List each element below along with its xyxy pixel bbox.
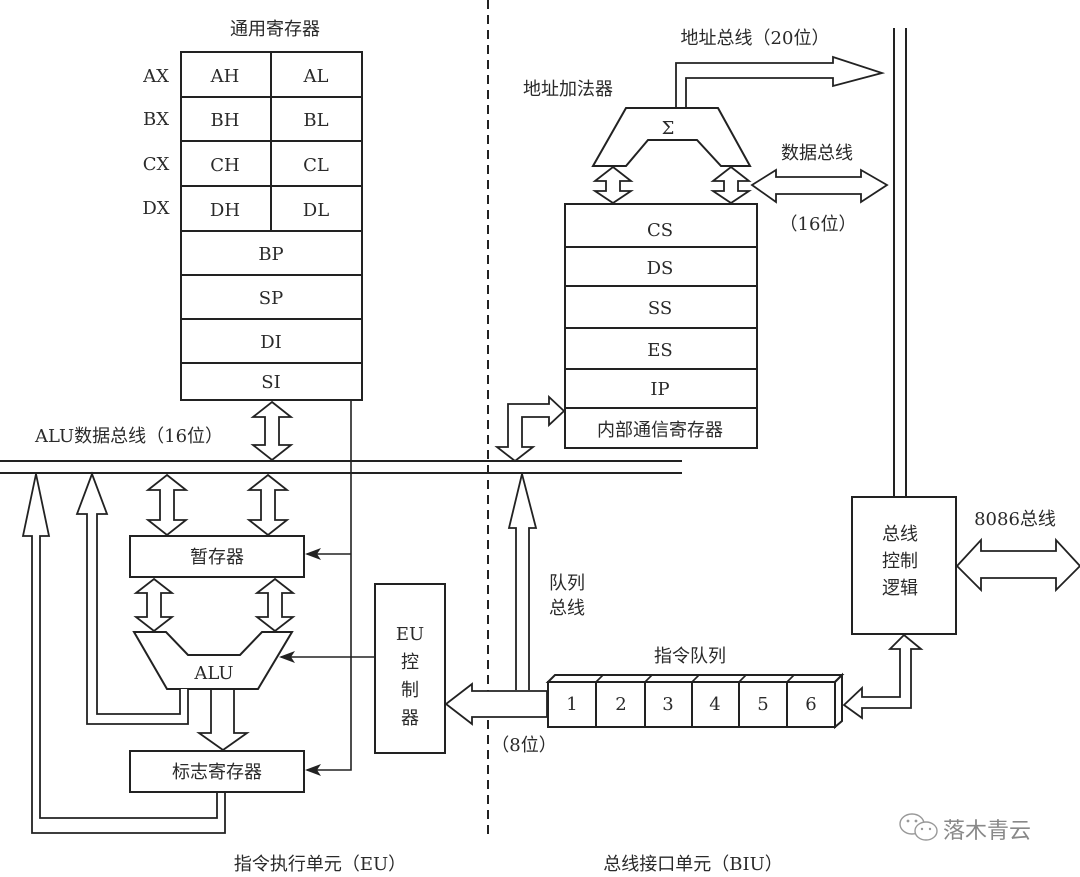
alu-data-bus — [0, 460, 682, 474]
biu-section-label: 总线接口单元（BIU） — [603, 854, 783, 875]
bus-control-label-2: 控制 — [882, 551, 918, 572]
internal-comm-bus-arrow — [494, 394, 566, 463]
flags-register-label: 标志寄存器 — [172, 762, 262, 783]
wechat-icon — [899, 813, 938, 841]
gp-registers-title: 通用寄存器 — [230, 19, 320, 40]
bus-temp-arrow-right — [246, 473, 290, 537]
data-bus-arrow — [750, 168, 889, 204]
external-bus-arrow — [955, 537, 1080, 593]
reg-di: DI — [260, 332, 282, 353]
flags-register-box — [129, 750, 305, 793]
reg-ah: AH — [210, 66, 240, 87]
queue-slot-6: 6 — [805, 694, 816, 715]
queue-bus-label-2: 总线 — [549, 598, 585, 619]
bus-control-queue-arrow — [842, 633, 924, 720]
alu-to-flags-arrow — [196, 690, 250, 752]
reg-dl: DL — [303, 200, 329, 221]
segment-register-file — [564, 203, 758, 449]
data-bus-width-label: （16位） — [780, 214, 857, 235]
internal-address-bus-vertical — [893, 28, 907, 496]
watermark-text: 落木青云 — [943, 819, 1031, 844]
queue-slot-1: 1 — [566, 694, 577, 715]
queue-bus-label-1: 队列 — [549, 573, 585, 594]
address-bus-arrow — [675, 55, 886, 108]
queue-slot-3: 3 — [662, 694, 673, 715]
eu-section-label: 指令执行单元（EU） — [234, 854, 406, 875]
queue-width-label: （8位） — [491, 735, 556, 756]
external-bus-label: 8086总线 — [974, 509, 1056, 530]
temp-register-box — [129, 535, 305, 578]
alu-label: ALU — [193, 663, 233, 684]
alu-shape — [132, 631, 294, 690]
arrowhead-flags — [305, 764, 321, 776]
queue-slot-5: 5 — [757, 694, 768, 715]
temp-alu-arrow-left — [133, 577, 175, 633]
gp-to-alu-bus-arrow — [250, 400, 294, 462]
flags-feedback-arrow — [21, 473, 226, 834]
adder-seg-arrow-right — [710, 165, 752, 205]
instruction-queue-title: 指令队列 — [654, 646, 726, 667]
reg-al: AL — [303, 66, 329, 87]
reg-internal-comm: 内部通信寄存器 — [597, 420, 723, 441]
data-bus-label: 数据总线 — [781, 143, 853, 164]
reg-ds: DS — [647, 258, 674, 279]
adder-seg-arrow-left — [592, 165, 634, 205]
eu-control-box — [374, 583, 446, 754]
queue-to-eu-arrow — [444, 682, 548, 726]
reg-ch: CH — [210, 155, 239, 176]
reg-sp: SP — [259, 288, 283, 309]
bus-control-box — [851, 496, 957, 635]
reg-bh: BH — [211, 110, 240, 131]
queue-slot-2: 2 — [615, 694, 626, 715]
reg-bp: BP — [258, 244, 283, 265]
temp-alu-arrow-right — [254, 577, 296, 633]
reg-bl: BL — [303, 110, 328, 131]
reg-cl: CL — [303, 155, 329, 176]
sigma-label: Σ — [662, 118, 675, 139]
bus-control-label-3: 逻辑 — [882, 578, 918, 599]
eu-control-label-1: EU — [396, 624, 424, 645]
eu-control-label-4: 器 — [401, 708, 419, 729]
reg-dx-label: DX — [142, 198, 169, 219]
reg-cs: CS — [647, 220, 673, 241]
reg-si: SI — [261, 372, 280, 393]
arrowhead-temp — [305, 548, 321, 560]
bus-temp-arrow-left — [145, 473, 189, 537]
eu-control-label-3: 制 — [401, 680, 419, 701]
reg-bx-label: BX — [143, 109, 169, 130]
bus-control-label-1: 总线 — [882, 524, 918, 545]
control-line — [307, 400, 352, 771]
arrowhead-alu — [279, 651, 295, 663]
eu-control-label-2: 控 — [401, 652, 419, 673]
reg-ip: IP — [650, 379, 669, 400]
address-adder-shape — [591, 107, 752, 167]
reg-dh: DH — [210, 200, 240, 221]
reg-ss: SS — [648, 298, 672, 319]
instruction-queue — [545, 672, 845, 730]
reg-cx-label: CX — [143, 154, 170, 175]
alu-bus-label: ALU数据总线（16位） — [34, 426, 223, 447]
queue-slot-4: 4 — [709, 694, 720, 715]
reg-es: ES — [647, 340, 672, 361]
gp-register-file — [180, 51, 363, 401]
address-bus-label: 地址总线（20位） — [681, 28, 830, 49]
temp-register-label: 暂存器 — [190, 547, 244, 568]
alu-feedback-arrow — [75, 471, 189, 725]
reg-ax-label: AX — [142, 66, 169, 87]
address-adder-label: 地址加法器 — [523, 79, 613, 100]
queue-bus-arrow — [507, 473, 538, 690]
